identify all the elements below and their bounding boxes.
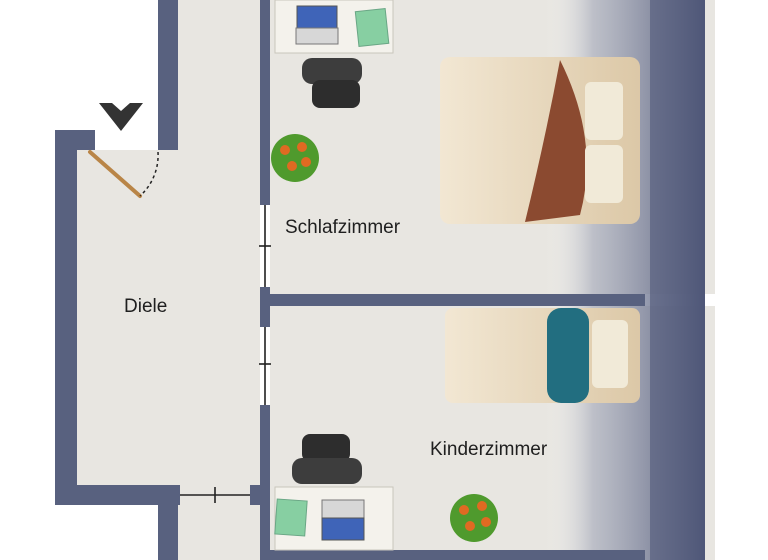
wall [55, 485, 180, 505]
wall [270, 550, 645, 560]
entrance-arrow-icon [99, 103, 143, 131]
floor-diele [77, 150, 260, 485]
kinderzimmer-furniture [274, 308, 640, 551]
room-label-kinderzimmer: Kinderzimmer [430, 439, 548, 460]
wall [270, 294, 645, 306]
notepad [274, 498, 308, 537]
laptop-icon [321, 499, 365, 541]
door-markers [180, 205, 271, 503]
blanket [525, 60, 587, 222]
walls [55, 0, 645, 560]
wall [158, 500, 178, 560]
notepad [354, 7, 390, 48]
single-bed-icon [445, 308, 640, 403]
plant-icon [450, 494, 498, 542]
pillow-icon [592, 320, 628, 388]
office-chair-icon [292, 434, 362, 484]
entrance-door [88, 103, 159, 198]
room-label-schlafzimmer: Schlafzimmer [285, 217, 401, 238]
double-bed-icon [440, 57, 640, 224]
door-swing-arc [139, 151, 159, 197]
pillow-icon [585, 82, 623, 140]
laptop-icon [295, 5, 339, 45]
wall [158, 0, 178, 150]
floor-diele-lower [177, 485, 260, 560]
wall [260, 287, 270, 327]
bed-frame [445, 308, 640, 403]
pillow-icon [585, 145, 623, 203]
wall [260, 405, 270, 560]
office-chair-icon [302, 58, 362, 108]
wall [260, 0, 270, 205]
door-leaf [88, 150, 142, 198]
room-label-diele: Diele [124, 296, 168, 317]
plant-icon [271, 134, 319, 182]
floor-diele-upper [177, 0, 260, 150]
wall [55, 130, 77, 505]
schlafzimmer-furniture [271, 0, 640, 224]
roof-overlay-dark [650, 0, 705, 560]
blanket [547, 308, 589, 403]
